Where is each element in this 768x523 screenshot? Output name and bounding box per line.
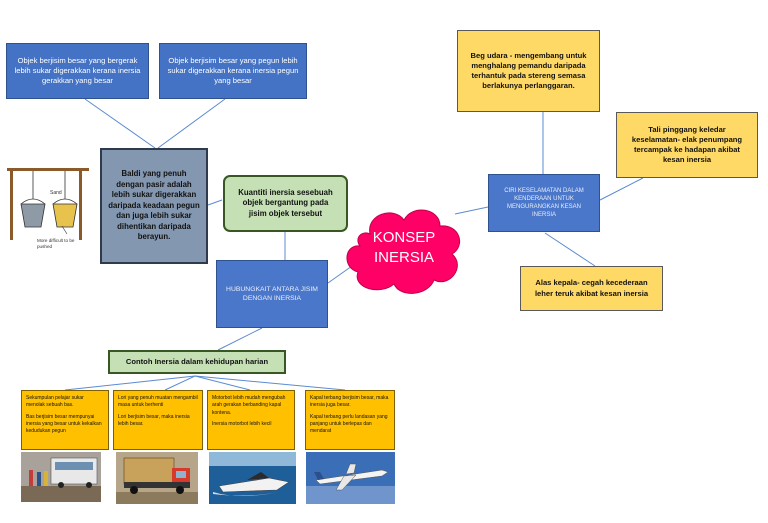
example-line: Lori yang penuh muatan mengambil masa un… xyxy=(118,395,198,409)
example-line: Motorbot lebih mudah mengubah arah gerak… xyxy=(212,395,286,416)
link-relation-center xyxy=(327,265,353,284)
bucket-text-box: Baldi yang penuh dengan pasir adalah leb… xyxy=(100,148,208,264)
seatbelt-text: Tali pinggang keledar keselamatan- elak … xyxy=(631,124,743,165)
link-bucket-topleft1 xyxy=(84,98,156,149)
link-examples-card1 xyxy=(64,375,196,391)
example-line: Kapal terbang perlu landasan yang panjan… xyxy=(310,413,388,435)
examples-header: Contoh Inersia dalam kehidupan harian xyxy=(108,350,286,374)
example-line: Lori berjisim besar, maka inersia lebih … xyxy=(118,413,190,427)
link-relation-examples xyxy=(217,327,263,351)
example-card-lorry: Lori yang penuh muatan mengambil masa un… xyxy=(113,390,203,450)
link-examples-card3 xyxy=(194,375,251,391)
example-card-motorboat: Motorbot lebih mudah mengubah arah gerak… xyxy=(207,390,295,450)
bucket-drawing xyxy=(7,168,89,240)
airbag-text: Beg udara - mengembang untuk menghalang … xyxy=(470,50,587,91)
bucket-text: Baldi yang penuh dengan pasir adalah leb… xyxy=(108,169,200,242)
safety-features-text: CIRI KESELAMATAN DALAM KENDERAAN UNTUK M… xyxy=(504,187,584,219)
example-line: Sekumpulan pelajar sukar menolak sebuah … xyxy=(26,395,84,409)
airbag-box: Beg udara - mengembang untuk menghalang … xyxy=(457,30,600,112)
static-inertia-box: Objek berjisim besar yang pegun lebih su… xyxy=(159,43,307,99)
bucket-caption: More difficult to be pushed xyxy=(37,238,75,249)
airplane-photo xyxy=(306,452,395,504)
example-line: Bas berjisim besar mempunyai inersia yan… xyxy=(26,413,102,435)
link-examples-card4 xyxy=(194,375,346,391)
seatbelt-box: Tali pinggang keledar keselamatan- elak … xyxy=(616,112,758,178)
lorry-drawing xyxy=(116,452,198,504)
moving-inertia-box: Objek berjisim besar yang bergerak lebih… xyxy=(6,43,149,99)
quantity-text: Kuantiti inersia sesebuah objek bergantu… xyxy=(238,187,333,218)
example-line: Inersia motorbot lebih kecil xyxy=(212,420,272,427)
motorboat-drawing xyxy=(209,452,296,504)
examples-header-text: Contoh Inersia dalam kehidupan harian xyxy=(125,356,269,366)
link-bucket-topleft2 xyxy=(157,98,226,149)
motorboat-photo xyxy=(209,452,296,504)
bus-drawing xyxy=(21,452,101,502)
safety-features-box: CIRI KESELAMATAN DALAM KENDERAAN UNTUK M… xyxy=(488,174,600,232)
quantity-box: Kuantiti inersia sesebuah objek bergantu… xyxy=(223,175,348,232)
sand-label: Sand xyxy=(50,190,62,196)
headrest-text: Alas kepala- cegah kecederaan leher teru… xyxy=(534,278,649,298)
airplane-drawing xyxy=(306,452,395,504)
bucket-illustration: Sand More difficult to be pushed xyxy=(7,164,95,256)
link-safety-headrest xyxy=(544,232,596,267)
example-card-airplane: Kapal terbang berjisim besar, maka iners… xyxy=(305,390,395,450)
example-line: Kapal terbang berjisim besar, maka iners… xyxy=(310,395,389,409)
bus-photo xyxy=(21,452,101,502)
link-examples-card2 xyxy=(164,375,196,391)
cloud-shape xyxy=(346,209,461,294)
link-bucket-quantity xyxy=(207,199,223,206)
relation-text: HUBUNGKAIT ANTARA JISIM DENGAN INERSIA xyxy=(226,285,318,302)
static-inertia-text: Objek berjisim besar yang pegun lebih su… xyxy=(167,55,299,86)
example-card-bus: Sekumpulan pelajar sukar menolak sebuah … xyxy=(21,390,109,450)
lorry-photo xyxy=(116,452,198,504)
center-title: KONSEP INERSIA xyxy=(372,229,436,266)
moving-inertia-text: Objek berjisim besar yang bergerak lebih… xyxy=(14,55,141,86)
headrest-box: Alas kepala- cegah kecederaan leher teru… xyxy=(520,266,663,311)
link-center-safety xyxy=(454,206,489,215)
relation-box: HUBUNGKAIT ANTARA JISIM DENGAN INERSIA xyxy=(216,260,328,328)
center-cloud: KONSEP INERSIA xyxy=(342,200,467,300)
link-safety-seatbelt xyxy=(599,177,644,201)
